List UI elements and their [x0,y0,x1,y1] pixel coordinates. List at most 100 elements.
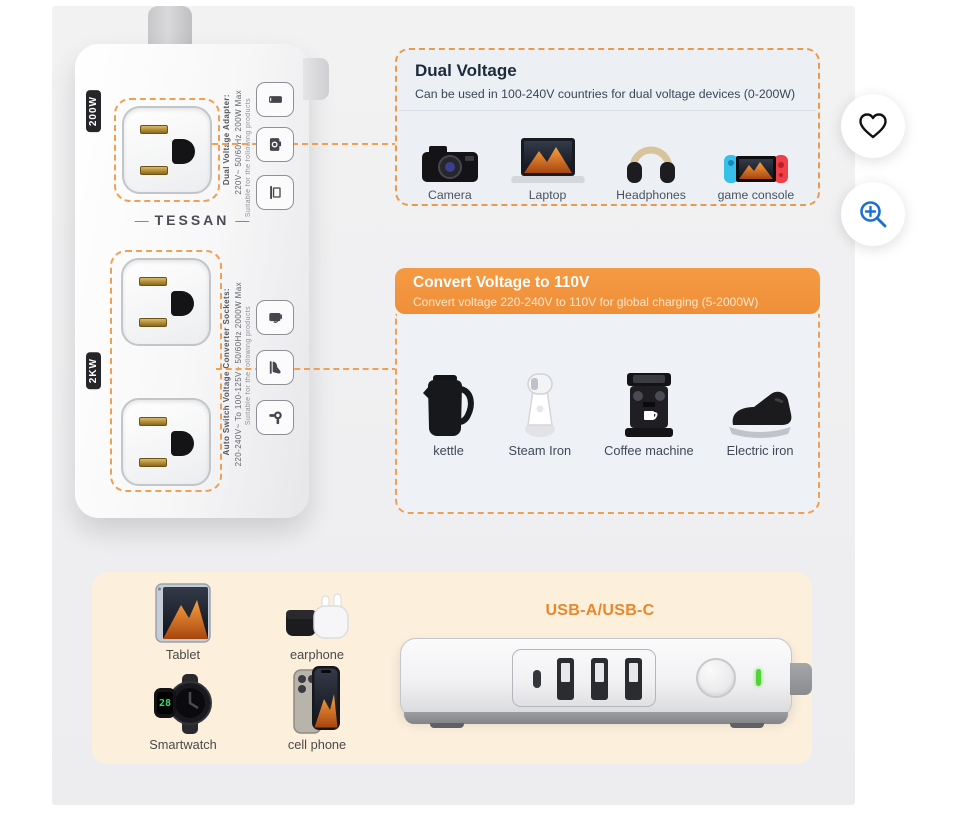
device-laptop: Laptop [510,138,585,202]
outlet-ground-hole [171,431,194,456]
power-button [696,658,736,698]
brand-name: TESSAN [154,212,230,228]
device-label: Electric iron [726,443,794,458]
heart-icon [859,113,887,139]
kettle-chip [256,300,294,335]
kettle-icon [422,373,476,439]
strip-side-plug [303,58,329,100]
zoom-in-button[interactable] [841,182,905,246]
cell-phone-icon [293,666,341,734]
outlet-ground-hole [171,291,194,316]
usb-device-grid: Tablet earphone 28 Smartwatch cell phone [116,580,384,756]
brand-logo: —TESSAN— [134,212,250,228]
smartwatch-icon: 28 [152,672,214,734]
outlet-slot [139,277,167,286]
device-headphones: Headphones [616,136,686,202]
usb-power-strip [400,638,812,732]
zoom-in-icon [860,201,887,228]
convert-voltage-panel: kettle Steam Iron Coffee machine Electri… [395,314,820,514]
badge-200w: 200W [86,90,101,133]
device-cell-phone: cell phone [250,666,384,756]
device-label: cell phone [287,737,347,752]
iron-chip [256,350,294,385]
steam-iron-icon [518,373,562,439]
phone-icon [268,96,282,103]
laptop-chip [256,175,294,210]
ac-outlet-1 [122,106,212,194]
usb-strip-foot [730,723,764,728]
camera-icon [269,138,281,151]
device-game-console: game console [717,154,795,202]
dryer-chip [256,400,294,435]
usb-strip-foot [430,723,464,728]
dual-voltage-panel: Dual Voltage Can be used in 100-240V cou… [395,48,820,206]
convert-voltage-device-row: kettle Steam Iron Coffee machine Electri… [405,338,810,458]
kettle-icon [268,312,282,323]
device-camera: Camera [421,142,479,202]
hair-dryer-icon [268,411,282,425]
dual-voltage-title: Dual Voltage [415,61,517,80]
electric-iron-icon [727,389,793,439]
camera-icon [421,142,479,184]
device-tablet: Tablet [116,580,250,666]
usb-c-port [533,670,541,688]
strip-label-dual-voltage: Dual Voltage Adapter: [222,94,231,186]
dual-voltage-device-row: Camera Laptop Headphones game console [405,114,810,202]
usb-strip-cable [790,663,812,695]
usb-a-port [557,658,574,700]
device-label: earphone [289,647,345,662]
strip-suitable-bottom: Suitable for the following products [245,306,252,426]
usb-title: USB-A/USB-C [545,602,655,619]
device-kettle: kettle [422,373,476,458]
strip-spec-bottom: 220-240V~ To 100-125V~ 50/60Hz 2000W Max [234,282,243,467]
strip-suitable-top: Suitable for the following products [245,98,252,218]
device-label: Camera [427,188,472,202]
outlet-highlight-top [114,98,220,202]
device-label: game console [717,188,795,202]
convert-voltage-title: Convert Voltage to 110V [413,274,590,291]
power-led-indicator [756,669,761,686]
usb-strip-base [404,712,788,724]
headphones-icon [625,136,677,184]
convert-voltage-subtitle: Convert voltage 220-240V to 110V for glo… [413,295,759,309]
badge-2kw: 2KW [86,352,101,390]
usb-a-port [591,658,608,700]
device-label: Steam Iron [508,443,572,458]
tablet-icon [154,582,212,644]
device-electric-iron: Electric iron [726,389,794,458]
usb-section-panel: Tablet earphone 28 Smartwatch cell phone [92,572,812,764]
device-earphone: earphone [250,580,384,666]
dual-voltage-subtitle: Can be used in 100-240V countries for du… [415,87,796,101]
laptop-icon [510,138,585,184]
device-label: Smartwatch [149,737,217,752]
outlet-slot [139,458,167,467]
device-label: Headphones [616,188,686,202]
device-label: Tablet [165,647,201,662]
svg-text:28: 28 [159,698,171,709]
laptop-icon [269,185,281,200]
usb-port-cluster [512,649,656,707]
device-label: Laptop [528,188,567,202]
outlet-slot [139,318,167,327]
outlet-slot [140,166,168,175]
device-coffee-machine: Coffee machine [604,373,694,458]
phone-chip [256,82,294,117]
product-image-canvas[interactable]: 200W 2KW —TESSAN— Dual Voltage Adapter: … [52,6,855,805]
ac-outlet-2 [121,258,211,346]
outlet-slot [139,417,167,426]
divider [399,110,816,111]
wishlist-button[interactable] [841,94,905,158]
ac-outlet-3 [121,398,211,486]
camera-chip [256,127,294,162]
usb-a-port [625,658,642,700]
device-steam-iron: Steam Iron [508,373,572,458]
device-label: kettle [433,443,464,458]
device-smartwatch: 28 Smartwatch [116,666,250,756]
electric-iron-icon [269,361,281,374]
earphone-icon [284,592,350,644]
device-label: Coffee machine [604,443,694,458]
dashed-connector-top [212,143,398,145]
coffee-machine-icon [619,373,679,439]
outlet-slot [140,125,168,134]
convert-voltage-header: Convert Voltage to 110V Convert voltage … [395,268,820,314]
